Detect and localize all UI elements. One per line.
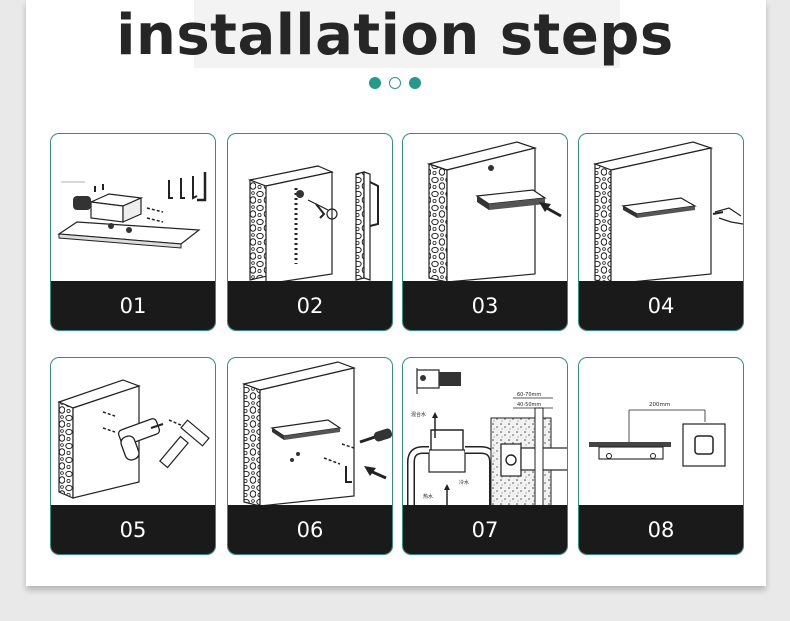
step-card-01[interactable]: 01: [50, 133, 216, 331]
mixed-water-annotation: 混合水: [411, 411, 426, 418]
page-title: installation steps: [116, 3, 674, 68]
step-label: 03: [403, 281, 567, 330]
carousel-dot-2[interactable]: [389, 77, 401, 89]
finished-spout-cover-plate-icon: 200mm: [589, 402, 726, 467]
spout-mounted-sealing-icon: [592, 141, 743, 284]
step-label: 02: [228, 281, 392, 330]
wall-drill-alignment-icon: [247, 165, 379, 284]
valve-body-screws-allen-keys-icon: [57, 172, 207, 249]
step-label: 07: [403, 505, 567, 554]
carousel-dot-1[interactable]: [369, 77, 381, 89]
drill-and-hammer-anchors-icon: [57, 379, 210, 499]
water-supply-dimensions-icon: 混合水 热水 冷水 60-70mm 40-50mm: [407, 368, 567, 508]
step-card-03[interactable]: 03: [402, 133, 568, 331]
step-label: 05: [51, 505, 215, 554]
step-label: 08: [579, 505, 743, 554]
cold-water-annotation: 冷水: [459, 479, 469, 486]
step-card-04[interactable]: 04: [578, 133, 744, 331]
spacing-annotation: 200mm: [649, 402, 670, 408]
step-label: 01: [51, 281, 215, 330]
hot-water-annotation: 热水: [423, 493, 433, 500]
title-backdrop: [194, 0, 620, 68]
wall-gap-annotation: 40-50mm: [517, 402, 541, 408]
step-label: 04: [579, 281, 743, 330]
depth-range-annotation: 60-70mm: [517, 392, 541, 398]
step-card-08[interactable]: 200mm 08: [578, 357, 744, 555]
step-card-05[interactable]: 05: [50, 357, 216, 555]
insert-spout-into-wall-icon: [426, 141, 562, 283]
step-card-07[interactable]: 混合水 热水 冷水 60-70mm 40-50mm 07: [402, 357, 568, 555]
carousel-dots: [0, 77, 790, 91]
step-card-02[interactable]: 02: [227, 133, 393, 331]
fasten-screws-screwdriver-icon: [241, 361, 392, 507]
carousel-dot-3[interactable]: [409, 77, 421, 89]
step-card-06[interactable]: 06: [227, 357, 393, 555]
step-label: 06: [228, 505, 392, 554]
